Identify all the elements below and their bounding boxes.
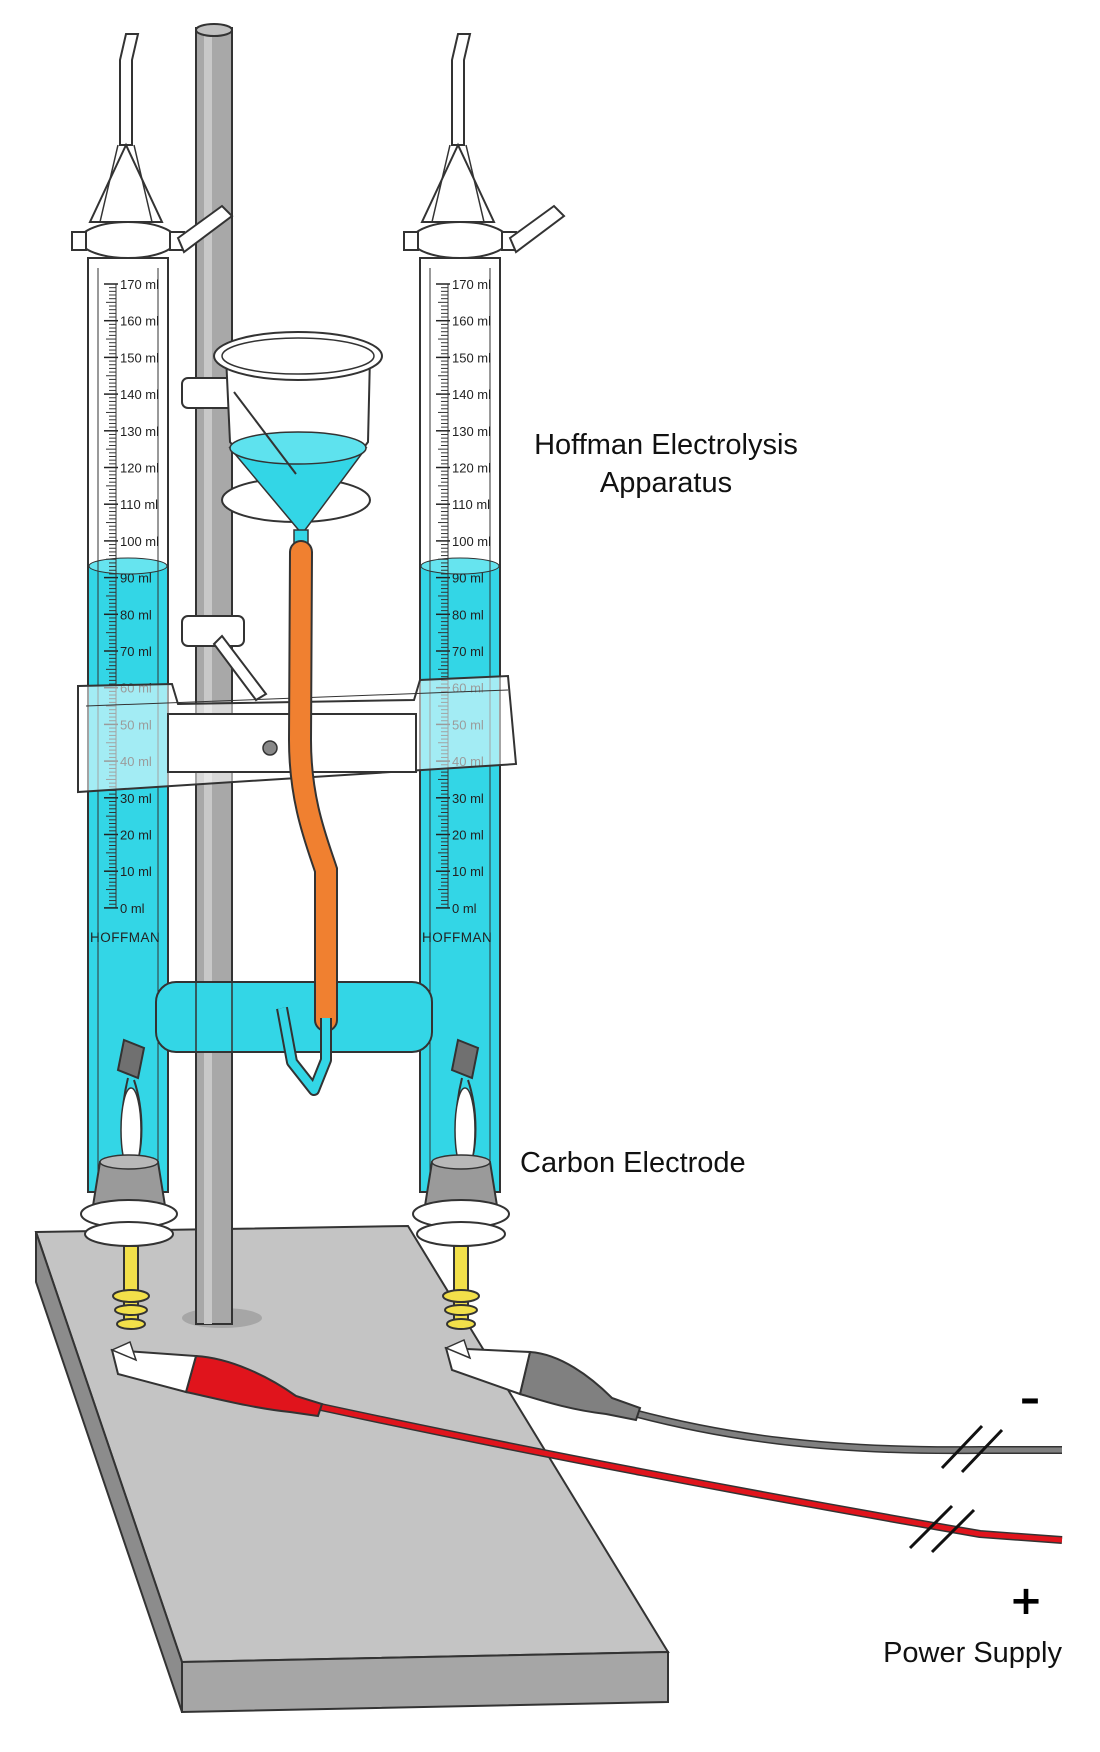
negative-lead (444, 1338, 1062, 1455)
right-scale-label: 70 ml (452, 644, 484, 659)
right-stopper (412, 1154, 510, 1247)
left-terminal (112, 1245, 150, 1330)
left-scale-label: 170 ml (120, 277, 159, 292)
left-scale-label: 150 ml (120, 350, 159, 365)
left-scale-label: 100 ml (120, 534, 159, 549)
right-scale-label: 170 ml (452, 277, 491, 292)
left-scale-label: 140 ml (120, 387, 159, 402)
left-tube-brand: HOFFMAN (90, 930, 160, 945)
left-scale-label: 120 ml (120, 461, 159, 476)
left-scale-label: 110 ml (120, 497, 158, 512)
right-scale-label: 20 ml (452, 828, 484, 843)
right-scale-label: 160 ml (452, 314, 491, 329)
right-scale-label: 10 ml (452, 864, 484, 879)
left-scale-label: 0 ml (120, 901, 145, 916)
positive-terminal-label: + (1009, 1578, 1043, 1624)
wire-break-marks (908, 1424, 1004, 1554)
right-scale-label: 100 ml (452, 534, 491, 549)
right-scale-label: 140 ml (452, 387, 491, 402)
right-tube-brand: HOFFMAN (422, 930, 492, 945)
left-scale-label: 30 ml (120, 791, 152, 806)
support-rod (195, 23, 233, 1325)
apparatus-label-line2: Apparatus (600, 467, 732, 499)
rubber-tubing (276, 540, 338, 1096)
right-scale-label: 80 ml (452, 607, 484, 622)
left-scale-label: 160 ml (120, 314, 159, 329)
negative-terminal-label: – (1020, 1376, 1040, 1422)
left-scale-label: 130 ml (120, 424, 159, 439)
left-scale-label: 10 ml (120, 864, 152, 879)
reservoir-funnel (213, 331, 383, 557)
left-stopper (80, 1154, 178, 1247)
right-terminal (442, 1245, 480, 1330)
right-scale-label: 130 ml (452, 424, 491, 439)
stand-base (34, 1224, 670, 1714)
right-scale-label: 150 ml (452, 350, 491, 365)
right-scale-label: 90 ml (452, 571, 484, 586)
right-scale-label: 110 ml (452, 497, 490, 512)
right-scale-label: 30 ml (452, 791, 484, 806)
electrode-label: Carbon Electrode (520, 1147, 746, 1179)
left-scale-label: 80 ml (120, 607, 152, 622)
left-scale-label: 20 ml (120, 828, 152, 843)
left-electrode (116, 1038, 146, 1173)
positive-lead (110, 1340, 1063, 1544)
left-scale-label: 70 ml (120, 644, 152, 659)
power-supply-label: Power Supply (883, 1637, 1062, 1669)
left-scale-label: 90 ml (120, 571, 152, 586)
right-scale-label: 120 ml (452, 461, 491, 476)
apparatus-label-line1: Hoffman Electrolysis (534, 429, 798, 461)
right-scale-label: 0 ml (452, 901, 477, 916)
